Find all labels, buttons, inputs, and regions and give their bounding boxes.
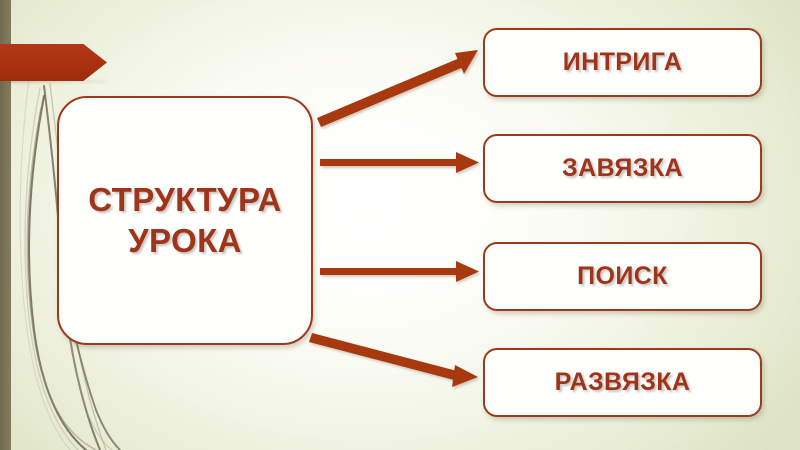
stage-node-poisk[interactable]: ПОИСК [483,242,762,311]
stage-label-razvyazka: РАЗВЯЗКА [554,368,691,396]
arrow-to-razvyazka [309,333,478,387]
central-node-struktura-uroka[interactable]: СТРУКТУРА УРОКА [57,96,313,345]
arrow-to-poisk [320,261,479,282]
olive-side-bar [0,0,11,450]
arrow-to-zavyazka [320,152,479,173]
stage-node-zavyazka[interactable]: ЗАВЯЗКА [483,134,762,203]
central-node-label: СТРУКТУРА УРОКА [88,180,281,261]
stage-node-intriga[interactable]: ИНТРИГА [483,28,762,97]
stage-label-poisk: ПОИСК [577,262,668,290]
central-node-label-line1: СТРУКТУРА [88,181,282,219]
stage-node-razvyazka[interactable]: РАЗВЯЗКА [483,348,762,417]
stage-label-intriga: ИНТРИГА [562,48,683,76]
banner-shadow [6,80,107,83]
central-node-label-line2: УРОКА [128,221,242,259]
arrow-banner-decoration [0,44,107,81]
arrow-to-intriga [317,50,478,127]
stage-label-zavyazka: ЗАВЯЗКА [562,154,683,182]
